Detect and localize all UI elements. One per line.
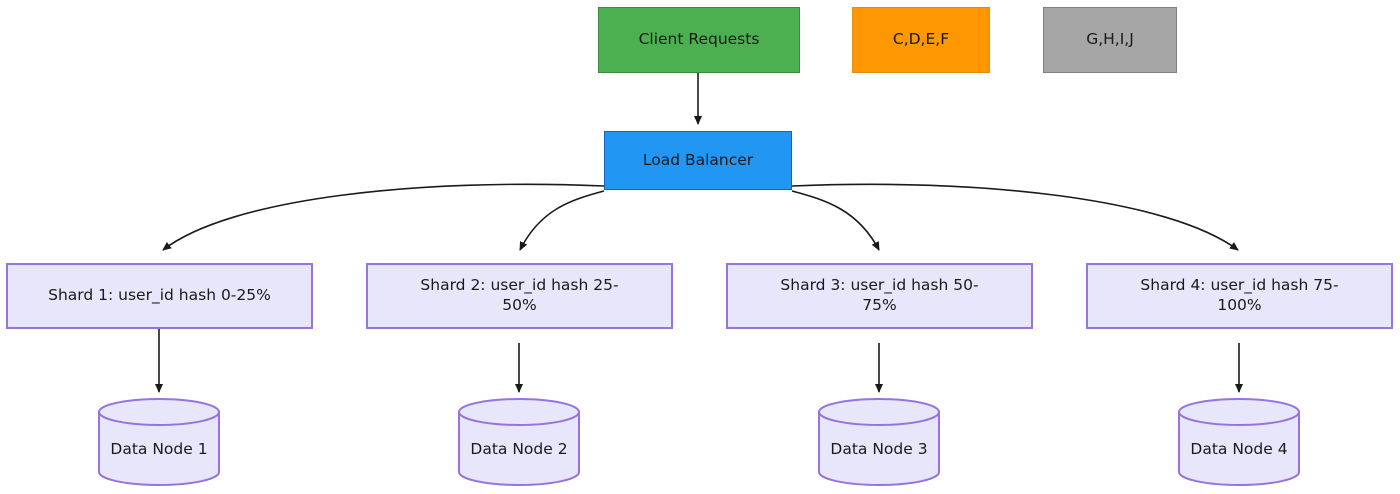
node-client-requests-label: Client Requests: [638, 30, 760, 49]
cylinder-icon: [458, 398, 580, 486]
node-data-node-4[interactable]: Data Node 4: [1177, 398, 1301, 486]
node-data-node-4-label: Data Node 4: [1190, 440, 1288, 458]
edge-loadbalancer-to-shard-3: [791, 190, 880, 251]
node-data-node-1-label: Data Node 1: [110, 440, 208, 458]
node-shard-1[interactable]: Shard 1: user_id hash 0-25%: [6, 263, 313, 329]
node-shard-1-label: Shard 1: user_id hash 0-25%: [48, 286, 271, 305]
edge-loadbalancer-to-shard-2: [519, 190, 605, 251]
node-client-requests[interactable]: Client Requests: [598, 7, 800, 73]
cylinder-icon: [1178, 398, 1300, 486]
node-data-node-2[interactable]: Data Node 2: [457, 398, 581, 486]
node-data-node-1[interactable]: Data Node 1: [97, 398, 221, 486]
node-legend-orange-label: C,D,E,F: [892, 30, 950, 49]
node-load-balancer-label: Load Balancer: [642, 150, 754, 169]
node-legend-orange[interactable]: C,D,E,F: [852, 7, 990, 73]
node-legend-gray-label: G,H,I,J: [1086, 30, 1134, 49]
node-data-node-2-label: Data Node 2: [470, 440, 568, 458]
node-data-node-3[interactable]: Data Node 3: [817, 398, 941, 486]
node-shard-4[interactable]: Shard 4: user_id hash 75- 100%: [1086, 263, 1393, 329]
node-data-node-3-label: Data Node 3: [830, 440, 928, 458]
edge-loadbalancer-to-shard-4: [791, 183, 1239, 251]
node-shard-4-label: Shard 4: user_id hash 75- 100%: [1140, 276, 1339, 314]
node-load-balancer[interactable]: Load Balancer: [604, 131, 792, 190]
node-shard-2-label: Shard 2: user_id hash 25- 50%: [420, 276, 619, 314]
node-shard-2[interactable]: Shard 2: user_id hash 25- 50%: [366, 263, 673, 329]
edge-loadbalancer-to-shard-1: [162, 183, 605, 251]
node-legend-gray[interactable]: G,H,I,J: [1043, 7, 1177, 73]
node-shard-3-label: Shard 3: user_id hash 50- 75%: [780, 276, 979, 314]
cylinder-icon: [818, 398, 940, 486]
cylinder-icon: [98, 398, 220, 486]
node-shard-3[interactable]: Shard 3: user_id hash 50- 75%: [726, 263, 1033, 329]
